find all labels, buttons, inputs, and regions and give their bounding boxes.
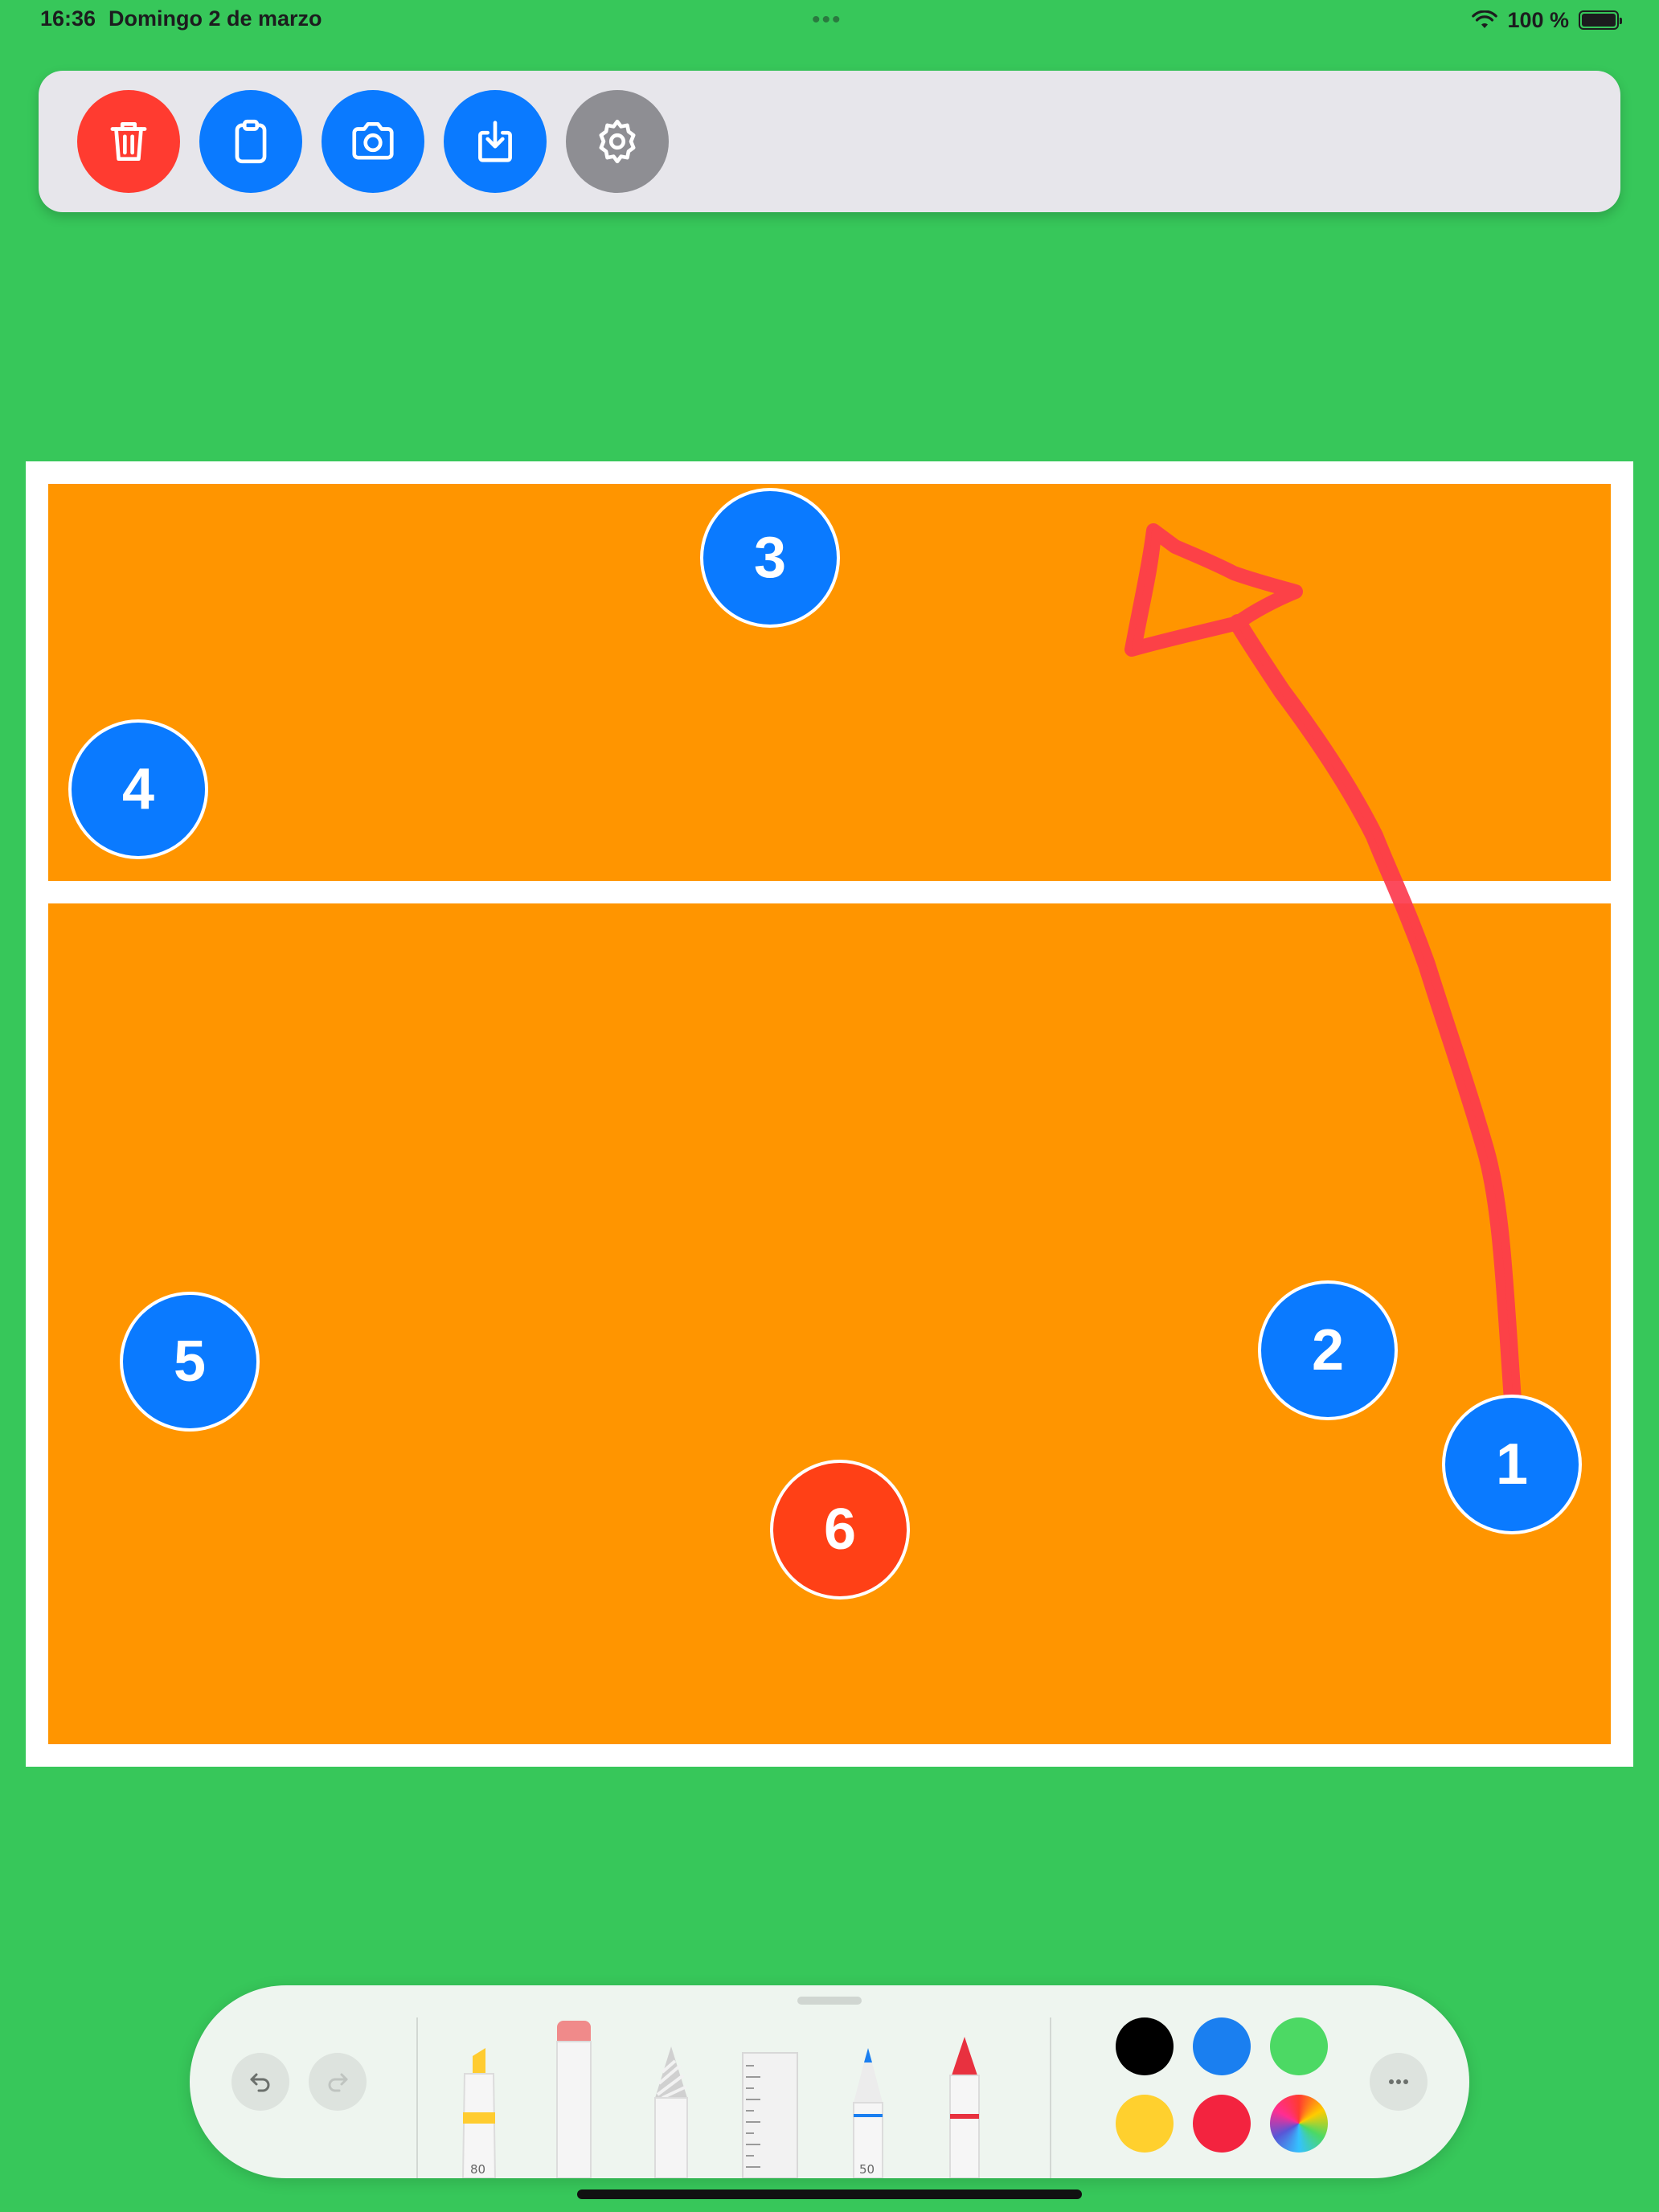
download-button[interactable]	[444, 90, 547, 193]
pen-tool[interactable]	[846, 2042, 891, 2178]
settings-button[interactable]	[566, 90, 669, 193]
status-bar: 16:36 Domingo 2 de marzo ••• 100 %	[0, 0, 1659, 39]
camera-button[interactable]	[322, 90, 424, 193]
tray-download-icon	[478, 121, 512, 162]
battery-icon	[1579, 10, 1622, 30]
player-2[interactable]: 2	[1258, 1280, 1398, 1420]
color-swatch-blue[interactable]	[1193, 2017, 1251, 2075]
multitasking-dots-icon[interactable]: •••	[812, 6, 842, 33]
undo-arrow-icon	[250, 2073, 270, 2092]
palette-divider	[1050, 2017, 1051, 2178]
wifi-icon	[1472, 10, 1498, 28]
crayon-tool[interactable]	[942, 2034, 987, 2178]
drawing-tool-palette: 80 50	[190, 1985, 1469, 2178]
color-picker-wheel[interactable]	[1270, 2095, 1328, 2153]
undo-button[interactable]	[231, 2053, 289, 2111]
camera-icon	[352, 121, 394, 160]
redo-button[interactable]	[309, 2053, 367, 2111]
home-indicator[interactable]	[577, 2189, 1082, 2199]
highlighter-tool[interactable]	[455, 2042, 503, 2178]
clipboard-button[interactable]	[199, 90, 302, 193]
pen-width-label: 50	[859, 2162, 875, 2177]
highlighter-width-label: 80	[470, 2162, 486, 2177]
player-5[interactable]: 5	[120, 1292, 260, 1432]
palette-grabber[interactable]	[797, 1997, 862, 2005]
redo-arrow-icon	[328, 2073, 348, 2092]
player-4[interactable]: 4	[68, 719, 208, 859]
player-1[interactable]: 1	[1442, 1395, 1582, 1534]
color-swatch-yellow[interactable]	[1116, 2095, 1174, 2153]
top-toolbar	[39, 71, 1620, 212]
trash-icon	[110, 121, 147, 162]
eraser-tool[interactable]	[554, 2017, 594, 2178]
delete-button[interactable]	[77, 90, 180, 193]
gear-icon	[599, 119, 636, 164]
player-3[interactable]: 3	[700, 488, 840, 628]
clipboard-icon	[235, 119, 267, 164]
color-swatch-green[interactable]	[1270, 2017, 1328, 2075]
battery-percentage: 100 %	[1507, 7, 1569, 32]
player-6[interactable]: 6	[770, 1460, 910, 1600]
status-right: 100 %	[1472, 6, 1622, 34]
color-swatch-red[interactable]	[1193, 2095, 1251, 2153]
color-swatch-black[interactable]	[1116, 2017, 1174, 2075]
lasso-tool[interactable]	[651, 2042, 691, 2178]
status-time: 16:36	[40, 6, 96, 31]
ellipsis-icon	[1389, 2079, 1408, 2084]
more-options-button[interactable]	[1370, 2053, 1428, 2111]
status-date: Domingo 2 de marzo	[109, 6, 322, 31]
ruler-tool[interactable]	[739, 2050, 801, 2178]
palette-divider	[416, 2017, 418, 2178]
